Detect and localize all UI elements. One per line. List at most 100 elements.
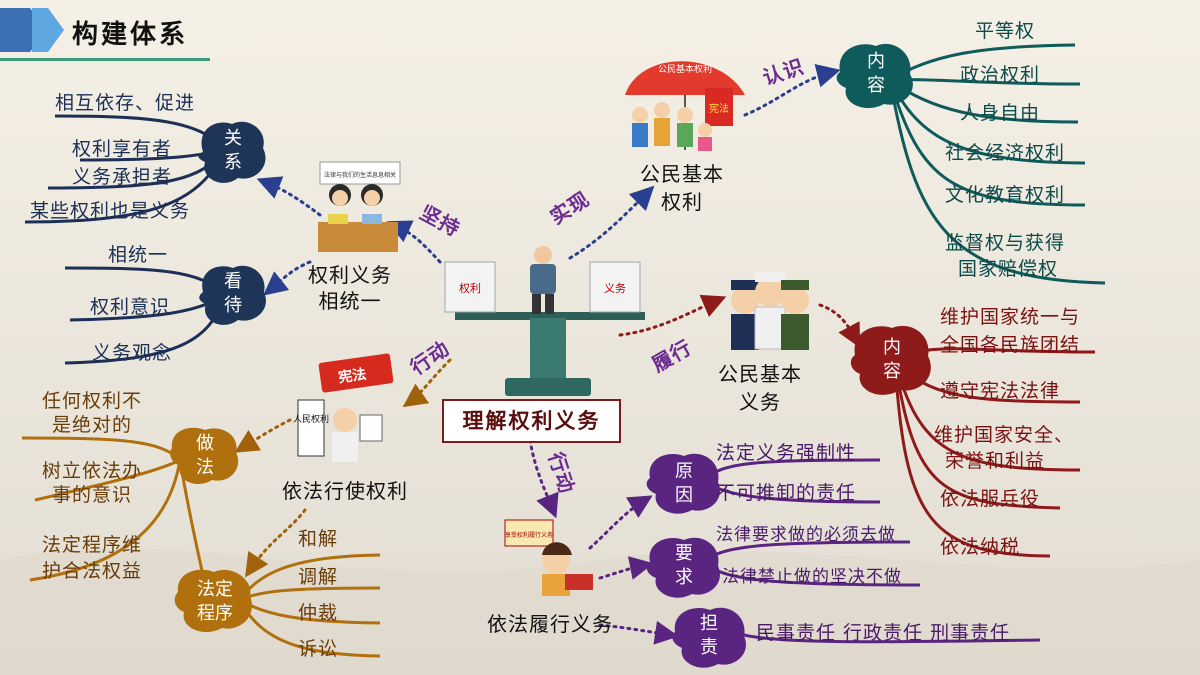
- liability-label-2: 责: [700, 637, 718, 658]
- hub-exercise: 依法行使权利: [282, 479, 408, 503]
- link-girl-to-requirement: [598, 556, 654, 580]
- method-item-1b: 是绝对的: [52, 414, 133, 436]
- sign-label: 人民权利: [293, 413, 329, 425]
- requirement-item-1: 法律要求做的必须去做: [716, 525, 896, 545]
- reason-item-2: 不可推卸的责任: [716, 482, 857, 504]
- requirement-blob: [646, 537, 720, 598]
- hub-rights-line1: 公民基本: [640, 162, 724, 186]
- relation-blob: [198, 121, 266, 183]
- view-item-1: 相统一: [108, 244, 169, 266]
- rights-content-label: 内容: [848, 50, 904, 98]
- rights-item-6a: 监督权与获得: [945, 232, 1066, 254]
- hub-rights: 公民基本 权利: [640, 160, 724, 216]
- hub-duties-line2: 义务: [739, 390, 781, 414]
- duties-item-3b: 荣誉和利益: [945, 450, 1046, 472]
- liability-item: 民事责任 行政责任 刑事责任: [756, 622, 1011, 644]
- duties-content-label-1: 内: [883, 337, 901, 358]
- procedure-label-1: 法定: [197, 579, 233, 600]
- center-topic: 理解权利义务: [442, 399, 621, 443]
- header-decoration: [0, 8, 210, 61]
- umbrella-people-illustration: 公民基本权利 宪法: [625, 61, 745, 151]
- link-duties-to-content: [818, 303, 861, 348]
- reason-label: 原因: [656, 460, 712, 508]
- scale-left-label: 权利: [459, 282, 481, 295]
- link-renshi-to-content: [743, 64, 841, 117]
- procedure-item-2: 调解: [298, 566, 339, 588]
- rights-item-3: 人身自由: [960, 102, 1041, 124]
- procedure-label-2: 程序: [197, 603, 233, 624]
- view-label-1: 看: [224, 271, 242, 292]
- balance-scale-illustration: 权利 义务: [444, 246, 645, 396]
- rights-content-label-1: 内: [867, 51, 885, 72]
- requirement-item-2: 法律禁止做的坚决不做: [722, 567, 902, 587]
- rights-item-1: 平等权: [975, 20, 1036, 42]
- link-unity-to-relation: [256, 176, 322, 217]
- hub-duties-line1: 公民基本: [718, 362, 802, 386]
- view-label: 看待: [208, 270, 258, 318]
- relation-item-2: 权利享有者: [72, 138, 173, 160]
- relation-item-3: 义务承担者: [72, 166, 173, 188]
- relation-label-1: 关: [224, 128, 242, 149]
- procedure-label: 法定程序: [186, 578, 244, 626]
- method-label: 做法: [178, 432, 232, 480]
- method-blob: [170, 427, 239, 485]
- girl-sign-label: 享受权利履行义务: [505, 531, 553, 539]
- liability-blob: [672, 607, 746, 668]
- link-exercise-to-method: [234, 418, 292, 453]
- duties-content-blob: [850, 325, 931, 395]
- link-jianchi-to-unity: [386, 220, 442, 264]
- hub-unity-line1: 权利义务: [308, 263, 392, 287]
- reason-blob: [646, 453, 720, 514]
- page-title: 构建体系: [72, 20, 189, 50]
- duties-item-1a: 维护国家统一与: [940, 306, 1081, 328]
- scale-right-label: 义务: [604, 282, 626, 295]
- hub-unity-line2: 相统一: [318, 289, 382, 313]
- link-lvxing-to-duties: [618, 294, 727, 337]
- requirement-label-2: 求: [675, 567, 693, 588]
- soldiers-illustration: [731, 272, 809, 350]
- rights-item-6b: 国家赔偿权: [958, 258, 1059, 280]
- requirement-label: 要求: [656, 542, 712, 590]
- rights-content-label-2: 容: [867, 75, 885, 96]
- liability-branches: [734, 630, 1041, 644]
- kids-board-text: 法律与我们的生活息息相关: [324, 171, 396, 179]
- view-item-3: 义务观念: [92, 342, 173, 364]
- rights-item-4: 社会经济权利: [945, 142, 1066, 164]
- hub-rights-line2: 权利: [661, 190, 703, 214]
- duties-item-4: 依法服兵役: [940, 488, 1041, 510]
- relation-label: 关系: [208, 127, 258, 175]
- view-label-2: 待: [224, 295, 242, 316]
- duties-content-label-2: 容: [883, 361, 901, 382]
- procedure-item-3: 仲裁: [298, 602, 339, 624]
- method-item-1a: 任何权利不: [42, 390, 143, 412]
- reason-item-1: 法定义务强制性: [716, 442, 857, 464]
- duties-item-1b: 全国各民族团结: [940, 334, 1081, 356]
- constitution-illustration: 宪法 人民权利: [293, 353, 394, 462]
- method-label-1: 做: [196, 433, 214, 454]
- hub-duties: 公民基本 义务: [718, 360, 802, 416]
- procedure-item-1: 和解: [298, 528, 339, 550]
- liability-label-1: 担: [700, 613, 718, 634]
- method-item-3b: 护合法权益: [42, 560, 143, 582]
- method-item-2b: 事的意识: [52, 484, 133, 506]
- relation-item-1: 相互依存、促进: [55, 92, 196, 114]
- book-label: 宪法: [337, 366, 367, 387]
- dotted-connectors: [234, 64, 861, 645]
- umbrella-label: 公民基本权利: [658, 63, 712, 75]
- link-xingdong-to-girl: [528, 438, 559, 519]
- duties-item-5: 依法纳税: [940, 536, 1021, 558]
- requirement-label-1: 要: [675, 543, 693, 564]
- link-exercise-to-procedure: [245, 508, 307, 578]
- reason-label-1: 原: [675, 461, 693, 482]
- view-item-2: 权利意识: [90, 296, 171, 318]
- method-item-3a: 法定程序维: [42, 534, 143, 556]
- link-shixian-to-rights: [568, 185, 655, 260]
- hub-unity: 权利义务 相统一: [308, 262, 392, 314]
- link-unity-to-view: [262, 260, 312, 296]
- rights-item-5: 文化教育权利: [945, 184, 1066, 206]
- duties-item-2: 遵守宪法法律: [940, 380, 1061, 402]
- procedure-item-4: 诉讼: [298, 638, 339, 660]
- duties-content-label: 内容: [862, 336, 922, 384]
- liability-label: 担责: [680, 612, 738, 660]
